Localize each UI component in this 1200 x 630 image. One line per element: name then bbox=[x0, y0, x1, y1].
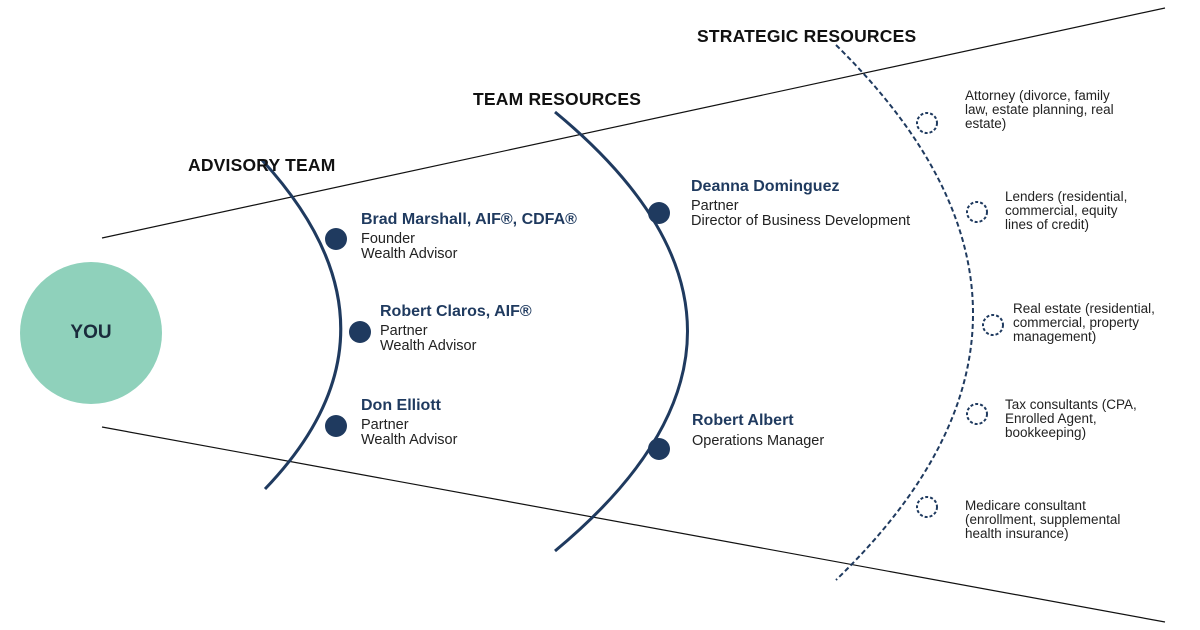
strategic-line: Real estate (residential, bbox=[1013, 301, 1155, 316]
strategic-line: Medicare consultant bbox=[965, 498, 1086, 513]
team-member-deanna: Deanna Dominguez Partner Director of Bus… bbox=[691, 178, 910, 229]
member-role: Founder bbox=[361, 231, 416, 247]
strategic-line: Enrolled Agent, bbox=[1005, 411, 1097, 426]
member-role: Operations Manager bbox=[692, 433, 825, 449]
member-role: Partner bbox=[691, 198, 739, 214]
strategic-line: commercial, equity bbox=[1005, 203, 1118, 218]
strategic-item-medicare: Medicare consultant (enrollment, supplem… bbox=[965, 499, 1120, 541]
strategic-dot-real-estate bbox=[982, 314, 1004, 336]
advisory-team-arc bbox=[260, 158, 343, 491]
strategic-line: Tax consultants (CPA, bbox=[1005, 397, 1137, 412]
strategic-line: management) bbox=[1013, 329, 1097, 344]
funnel-bottom-line bbox=[101, 426, 1166, 623]
strategic-resources-title: STRATEGIC RESOURCES bbox=[697, 26, 917, 46]
member-name: Don Elliott bbox=[361, 397, 441, 414]
strategic-item-attorney: Attorney (divorce, family law, estate pl… bbox=[965, 89, 1114, 131]
strategic-item-real-estate: Real estate (residential, commercial, pr… bbox=[1013, 302, 1155, 344]
team-member-robert-albert: Robert Albert Operations Manager bbox=[692, 412, 824, 449]
member-role: Partner bbox=[361, 417, 409, 433]
member-name: Brad Marshall, AIF®, CDFA® bbox=[361, 211, 577, 228]
advisory-member-don: Don Elliott Partner Wealth Advisor bbox=[361, 397, 457, 448]
member-name: Deanna Dominguez bbox=[691, 178, 840, 195]
team-resources-arc bbox=[554, 110, 689, 553]
member-role: Wealth Advisor bbox=[380, 338, 477, 354]
team-dot-deanna bbox=[648, 202, 670, 224]
member-name: Robert Claros, AIF® bbox=[380, 303, 532, 320]
you-circle: YOU bbox=[20, 262, 162, 404]
strategic-line: health insurance) bbox=[965, 526, 1069, 541]
strategic-item-lenders: Lenders (residential, commercial, equity… bbox=[1005, 190, 1127, 232]
team-dot-robert-albert bbox=[648, 438, 670, 460]
you-label: YOU bbox=[70, 322, 112, 343]
strategic-line: commercial, property bbox=[1013, 315, 1140, 330]
advisory-dot-don bbox=[325, 415, 347, 437]
strategic-line: Lenders (residential, bbox=[1005, 189, 1128, 204]
team-resources-title: TEAM RESOURCES bbox=[473, 89, 642, 109]
advisory-member-brad: Brad Marshall, AIF®, CDFA® Founder Wealt… bbox=[361, 211, 577, 262]
strategic-line: law, estate planning, real bbox=[965, 102, 1114, 117]
strategic-line: estate) bbox=[965, 116, 1007, 131]
strategic-line: lines of credit) bbox=[1005, 217, 1090, 232]
advisory-member-robert-claros: Robert Claros, AIF® Partner Wealth Advis… bbox=[380, 303, 532, 354]
strategic-resources-arc bbox=[835, 44, 974, 581]
strategic-line: (enrollment, supplemental bbox=[965, 512, 1121, 527]
member-role: Wealth Advisor bbox=[361, 432, 458, 448]
advisory-team-title: ADVISORY TEAM bbox=[188, 155, 336, 175]
funnel-top-line bbox=[101, 7, 1166, 239]
strategic-dot-medicare bbox=[916, 496, 938, 518]
advisory-dot-brad bbox=[325, 228, 347, 250]
strategic-dot-tax bbox=[966, 403, 988, 425]
member-role: Director of Business Development bbox=[691, 213, 911, 229]
advisory-dot-robert-claros bbox=[349, 321, 371, 343]
strategic-item-tax: Tax consultants (CPA, Enrolled Agent, bo… bbox=[1005, 398, 1137, 440]
member-role: Wealth Advisor bbox=[361, 246, 458, 262]
strategic-line: Attorney (divorce, family bbox=[965, 88, 1110, 103]
member-name: Robert Albert bbox=[692, 412, 794, 429]
strategic-line: bookkeeping) bbox=[1005, 425, 1087, 440]
strategic-dot-lenders bbox=[966, 201, 988, 223]
strategic-dot-attorney bbox=[916, 112, 938, 134]
member-role: Partner bbox=[380, 323, 428, 339]
